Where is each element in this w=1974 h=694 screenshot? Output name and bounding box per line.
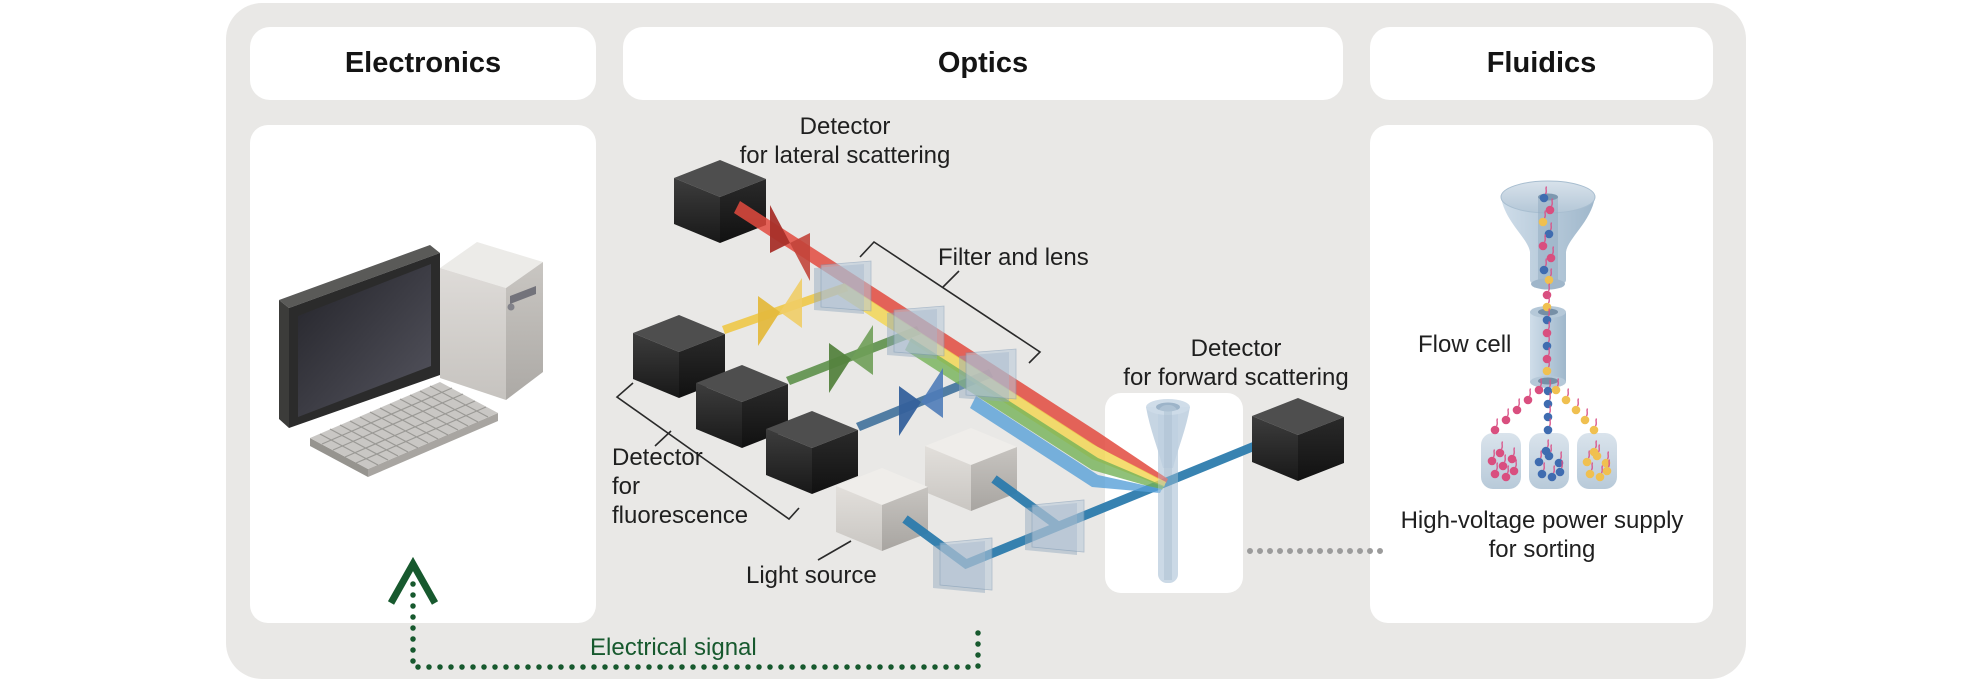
monitor-icon <box>279 245 440 428</box>
fluidics-title-panel: Fluidics <box>1370 27 1713 100</box>
label-detector-fluorescence: Detector for fluorescence <box>612 444 749 529</box>
filter-blue-icon <box>899 368 943 436</box>
label-light-source: Light source <box>746 562 877 589</box>
optics-title: Optics <box>937 47 1029 79</box>
filter-lens-bracket <box>859 240 1042 364</box>
cuvette-gloss <box>1158 405 1178 583</box>
lens-icon <box>959 348 1017 402</box>
lens-icon <box>814 260 872 314</box>
lens-icon <box>887 305 945 359</box>
lens-stack <box>814 260 1017 402</box>
fluidics-title: Fluidics <box>1486 47 1597 79</box>
signal-arrow-icon <box>387 556 439 605</box>
keyboard-icon <box>310 382 498 477</box>
label-flow-cell: Flow cell <box>1418 331 1512 358</box>
filter-green-icon <box>829 325 873 393</box>
filter-yellow-icon <box>758 278 802 346</box>
flow-cell-cuvette-icon <box>1146 399 1190 583</box>
label-electrical-signal: Electrical signal <box>590 634 757 661</box>
keyboard-keys-grid <box>319 385 489 466</box>
light-source-box-back-icon <box>925 428 1017 511</box>
filter-red-icon <box>770 205 810 281</box>
detector-box-fluorescence-2-icon <box>696 365 788 448</box>
detector-box-forward-icon <box>1252 398 1344 481</box>
label-detector-lateral: Detector for lateral scattering <box>739 113 951 169</box>
rainbow-blue-stripe <box>970 396 1162 493</box>
label-hv-supply: High-voltage power supply for sorting <box>1400 507 1684 563</box>
monitor-screen <box>298 264 431 417</box>
mirror-icon <box>1025 499 1085 555</box>
detector-box-lateral-icon <box>674 160 766 243</box>
label-detector-forward: Detector for forward scattering <box>1123 335 1349 391</box>
mirror-icon <box>933 537 993 593</box>
electronics-title: Electronics <box>344 47 502 79</box>
label-filter-and-lens: Filter and lens <box>938 244 1089 271</box>
filter-lens-leader-line <box>942 270 960 288</box>
computer-illustration <box>279 242 543 477</box>
light-source-box-front-icon <box>836 468 928 551</box>
detector-box-fluorescence-3-icon <box>766 411 858 494</box>
fluidics-illustration <box>1481 180 1617 489</box>
light-source-leader-line <box>817 540 852 561</box>
electronics-title-panel: Electronics <box>250 27 596 100</box>
tower-vent-slot <box>510 286 536 304</box>
optics-title-panel: Optics <box>623 27 1343 100</box>
fluorescence-leader-line <box>654 430 672 447</box>
tower-icon <box>440 242 543 400</box>
electrical-signal-path <box>387 556 981 670</box>
tower-power-button <box>507 303 515 311</box>
fluorescence-bracket <box>615 382 800 521</box>
